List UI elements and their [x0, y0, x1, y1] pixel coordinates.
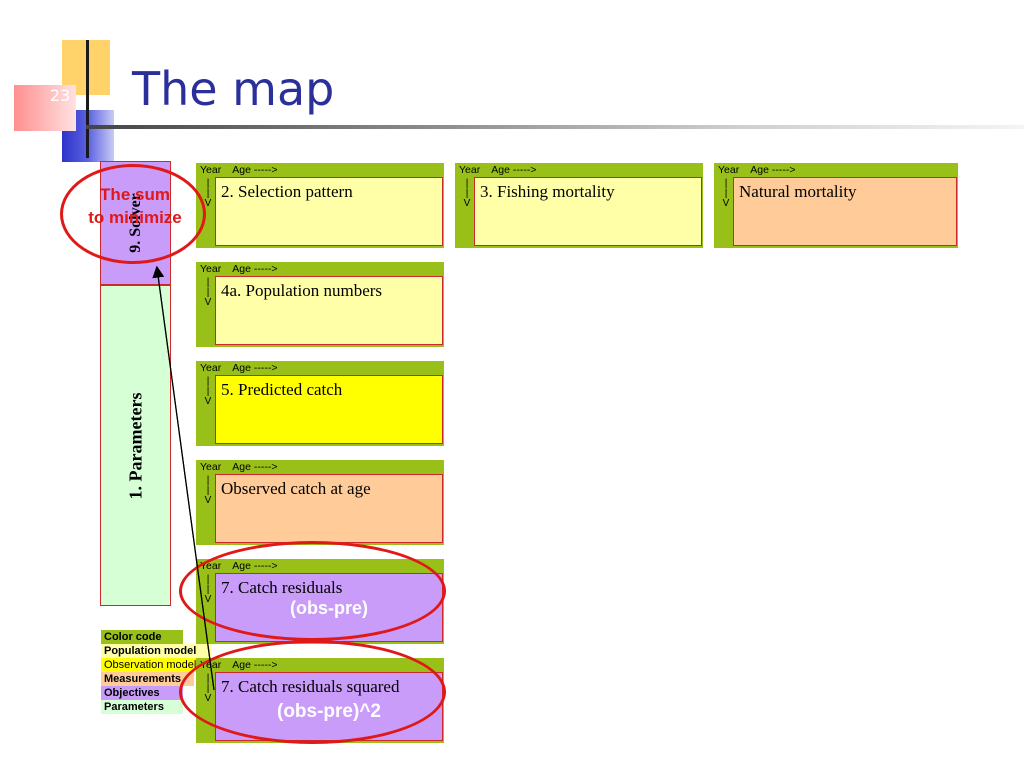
card-body: Observed catch at age	[215, 474, 443, 543]
arrow-line	[156, 267, 215, 691]
card-year-arrow: | | V	[722, 178, 730, 209]
card-body: 5. Predicted catch	[215, 375, 443, 444]
card-header: Year Age ----->	[200, 164, 278, 176]
card-label: Observed catch at age	[221, 479, 371, 498]
card-header: Year Age ----->	[200, 461, 278, 473]
card-selection-pattern: Year Age -----> | | V 2. Selection patte…	[196, 163, 444, 248]
card-body: 2. Selection pattern	[215, 177, 443, 246]
card-population-numbers: Year Age -----> | | V 4a. Population num…	[196, 262, 444, 347]
callout-line-1: The sum	[100, 185, 170, 204]
sum-highlight-ellipse	[60, 164, 206, 264]
legend-item: Parameters	[101, 700, 183, 714]
card-body: 4a. Population numbers	[215, 276, 443, 345]
legend-item: Color code	[101, 630, 183, 644]
parameters-column: 1. Parameters	[100, 285, 171, 606]
slide-number: 23	[49, 86, 71, 105]
card-label: 3. Fishing mortality	[480, 182, 615, 201]
callout-line-2: to minimize	[88, 208, 182, 227]
legend-item: Measurements	[101, 672, 194, 686]
slide-title: The map	[132, 62, 335, 116]
card-year-arrow: | | V	[204, 376, 212, 407]
card-observed-catch: Year Age -----> | | V Observed catch at …	[196, 460, 444, 545]
card-header: Year Age ----->	[718, 164, 796, 176]
card-label: 2. Selection pattern	[221, 182, 353, 201]
header-vertical-rule	[86, 40, 89, 158]
card-year-arrow: | | V	[204, 277, 212, 308]
card-label: 5. Predicted catch	[221, 380, 343, 399]
legend-item: Population model	[101, 644, 211, 658]
legend-item: Observation model	[101, 658, 196, 672]
card-year-arrow: | | V	[204, 178, 212, 209]
card-year-arrow: | | V	[463, 178, 471, 209]
legend-item: Objectives	[101, 686, 183, 700]
card-header: Year Age ----->	[459, 164, 537, 176]
card-header: Year Age ----->	[200, 362, 278, 374]
squared-residuals-highlight-ellipse	[179, 640, 446, 744]
card-predicted-catch: Year Age -----> | | V 5. Predicted catch	[196, 361, 444, 446]
card-body: Natural mortality	[733, 177, 957, 246]
card-year-arrow: | | V	[204, 475, 212, 506]
card-label: 4a. Population numbers	[221, 281, 383, 300]
card-fishing-mortality: Year Age -----> | | V 3. Fishing mortali…	[455, 163, 703, 248]
card-label: Natural mortality	[739, 182, 857, 201]
header-horizontal-rule	[86, 125, 1024, 129]
card-body: 3. Fishing mortality	[474, 177, 702, 246]
card-header: Year Age ----->	[200, 263, 278, 275]
sum-to-minimize-callout: The sum to minimize	[64, 183, 206, 229]
color-legend: Color code Population model Observation …	[101, 630, 211, 714]
header-decoration-red	[14, 85, 76, 131]
card-natural-mortality: Year Age -----> | | V Natural mortality	[714, 163, 958, 248]
